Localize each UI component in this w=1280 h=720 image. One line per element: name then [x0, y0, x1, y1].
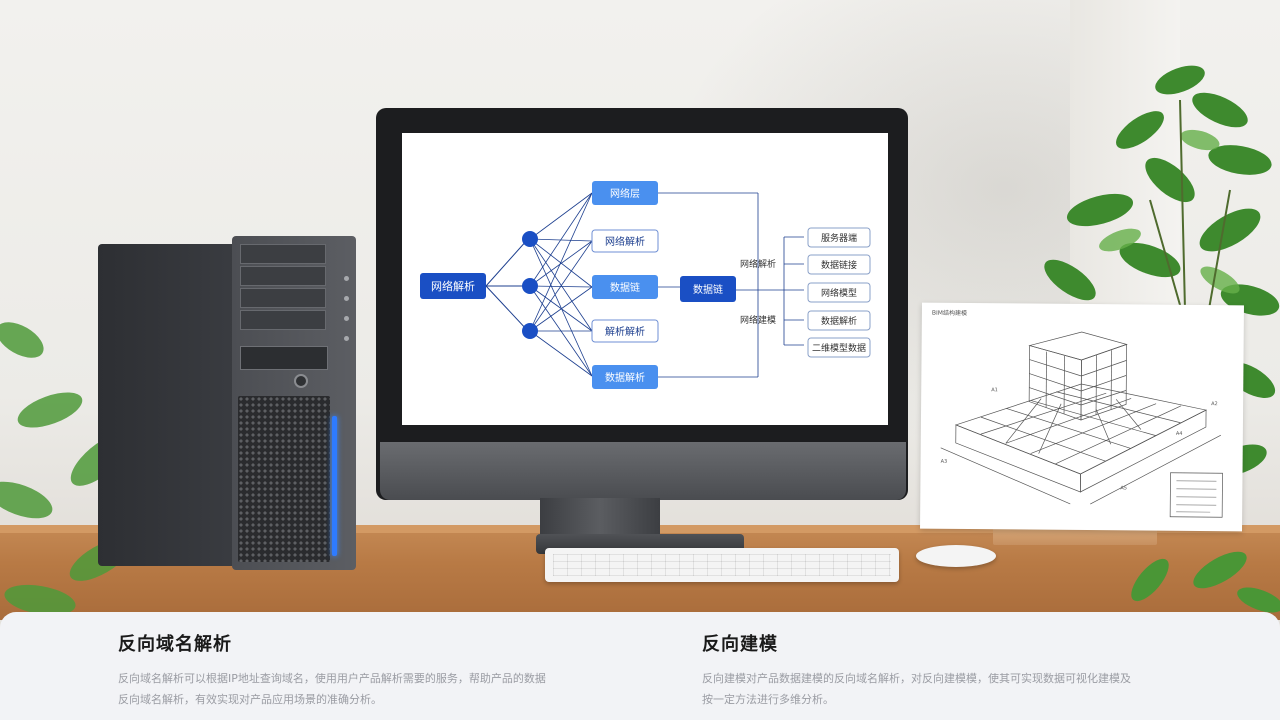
diagram-right-item: 网络模型 [821, 287, 857, 299]
blue-led-strip [332, 416, 337, 556]
diagram-hub-node: 数据链 [693, 283, 723, 296]
network-diagram: 网络解析 网络层 网络解析 数据链 解析解析 数据解析 数据链 网络解析 网络建… [420, 181, 871, 389]
monitor-stand-neck [540, 498, 660, 538]
board-label: A5 [1120, 485, 1127, 491]
diagram-root-node: 网络解析 [431, 279, 475, 293]
feature-card-reverse-modeling: 反向建模 反向建模对产品数据建模的反向域名解析，对反向建模模，使其可实现数据可视… [702, 630, 1172, 710]
diagram-middle-node: 解析解析 [605, 325, 645, 338]
tower-front-panel [232, 236, 356, 570]
diagram-branch-label: 网络建模 [740, 314, 776, 326]
diagram-right-item: 服务器端 [821, 232, 857, 244]
plant-bottom [1131, 551, 1280, 613]
diagram-branch-label: 网络解析 [740, 258, 776, 270]
feature-description-line: 反向建模对产品数据建模的反向域名解析，对反向建模模，使其可实现数据可视化建模及 [702, 672, 1131, 685]
diagram-right-item: 数据链接 [821, 259, 857, 271]
drive-bay [240, 244, 326, 264]
feature-panel: 反向域名解析 反向域名解析可以根据IP地址查询域名，使用用户产品解析需要的服务，… [0, 612, 1280, 720]
feature-title: 反向建模 [702, 634, 778, 655]
drive-bay [240, 288, 326, 308]
status-led [344, 316, 349, 321]
keyboard [545, 548, 899, 582]
board-header: BIM结构建模 [932, 309, 967, 317]
feature-description-line: 反向域名解析，有效实现对产品应用场景的准确分析。 [118, 693, 382, 706]
diagram-bottom-node: 数据解析 [605, 371, 645, 384]
monitor-screen: 网络解析 网络层 网络解析 数据链 解析解析 数据解析 数据链 网络解析 网络建… [402, 133, 888, 425]
power-button [294, 374, 308, 388]
board-label: A4 [1176, 431, 1183, 437]
drawing-board: BIM结构建模 [920, 302, 1244, 532]
board-legend [1169, 472, 1223, 518]
tower-side-panel [98, 244, 238, 566]
diagram-middle-node: 数据链 [610, 281, 640, 294]
isometric-drawing: BIM结构建模 [932, 309, 1223, 518]
diagram-middle-node: 网络解析 [605, 235, 645, 248]
diagram-right-item: 二维模型数据 [812, 342, 866, 354]
front-io-ports [240, 346, 328, 370]
feature-description: 反向建模对产品数据建模的反向域名解析，对反向建模模，使其可实现数据可视化建模及 … [702, 668, 1172, 710]
pc-tower [98, 236, 356, 570]
drive-bay [240, 266, 326, 286]
drive-bay [240, 310, 326, 330]
diagram-right-item: 数据解析 [821, 315, 857, 327]
front-mesh-grille [238, 396, 330, 562]
feature-title: 反向域名解析 [118, 634, 232, 655]
status-led [344, 336, 349, 341]
board-label: A1 [991, 387, 998, 393]
board-label: A3 [941, 459, 948, 465]
board-label: A2 [1211, 401, 1218, 407]
mouse [916, 545, 996, 567]
feature-description: 反向域名解析可以根据IP地址查询域名，使用用户产品解析需要的服务，帮助产品的数据… [118, 668, 588, 710]
status-led [344, 276, 349, 281]
monitor-chin [380, 442, 906, 500]
diagram-top-node: 网络层 [610, 187, 640, 200]
feature-description-line: 按一定方法进行多维分析。 [702, 693, 834, 706]
feature-description-line: 反向域名解析可以根据IP地址查询域名，使用用户产品解析需要的服务，帮助产品的数据 [118, 672, 546, 685]
status-led [344, 296, 349, 301]
feature-card-reverse-dns: 反向域名解析 反向域名解析可以根据IP地址查询域名，使用用户产品解析需要的服务，… [118, 630, 588, 710]
